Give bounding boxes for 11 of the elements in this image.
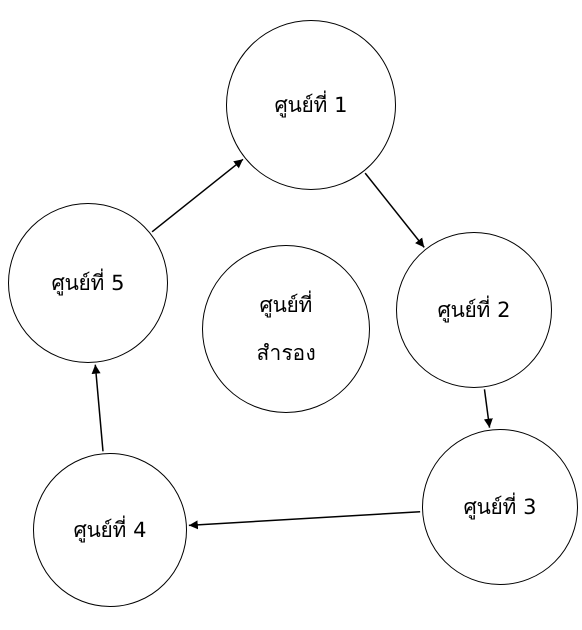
- node-label: ศูนย์ที่ 3: [462, 492, 538, 522]
- node-label: ศูนย์ที่ 1: [273, 90, 349, 120]
- node-label: ศูนย์ที่ สำรอง: [256, 290, 316, 367]
- arrow: [92, 364, 104, 452]
- arrow: [188, 510, 420, 530]
- node-label: ศูนย์ที่ 5: [50, 268, 126, 298]
- node-label: ศูนย์ที่ 2: [436, 294, 512, 324]
- arrow: [152, 158, 244, 232]
- arrow: [364, 172, 425, 248]
- arrow: [484, 389, 493, 428]
- node-label: ศูนย์ที่ 4: [72, 514, 148, 544]
